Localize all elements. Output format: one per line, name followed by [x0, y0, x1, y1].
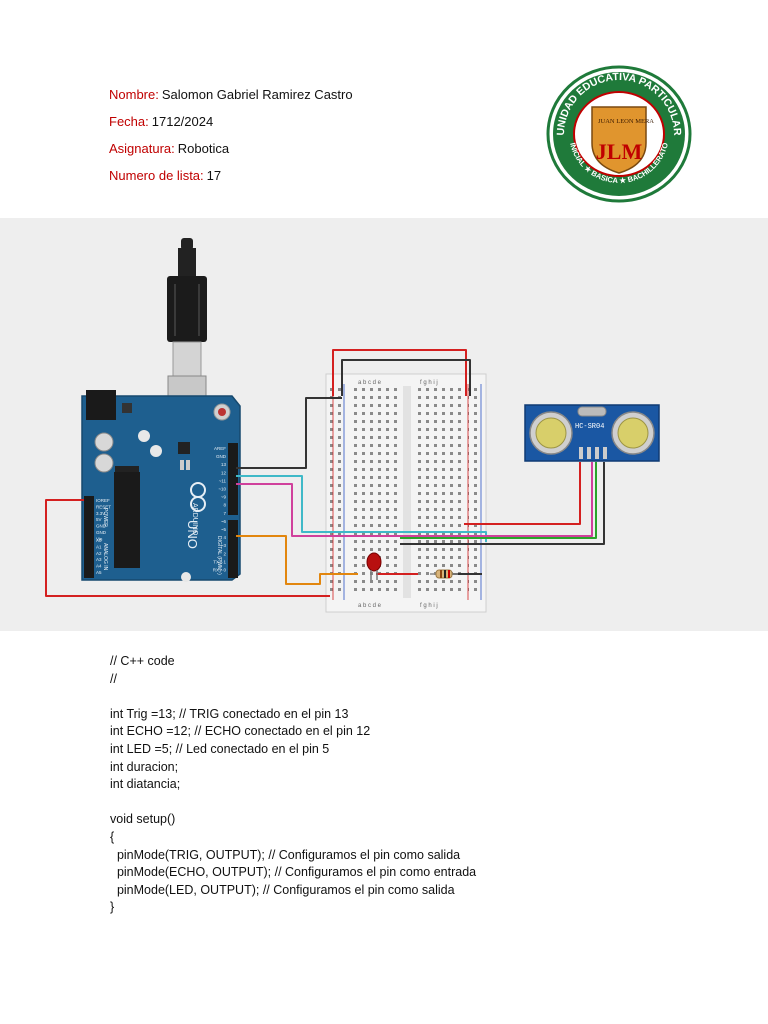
- breadboard: a b c d e f g h i j a b c d e f g h i j: [325, 373, 487, 613]
- code-line: pinMode(LED, OUTPUT); // Configuramos el…: [110, 882, 455, 897]
- logo-shield: [591, 106, 647, 174]
- code-line: int diatancia;: [110, 777, 181, 792]
- pin-label: IOREF: [96, 498, 110, 503]
- code-line: int Trig =13; // TRIG conectado en el pi…: [110, 706, 349, 721]
- pin-label: A2: [96, 551, 102, 556]
- pin-label: ~10: [218, 487, 226, 492]
- list-value: 17: [206, 168, 222, 183]
- resistor: [430, 569, 458, 579]
- pin-label: 3.3V: [96, 511, 105, 516]
- pin-label: ~6: [221, 519, 227, 524]
- wire-sensor-gnd: [400, 462, 605, 545]
- pin-label: A5: [96, 570, 102, 575]
- digital-header-bottom: [228, 520, 238, 578]
- pin-label: RESET: [96, 504, 111, 509]
- breadboard-cols-right-bottom: f g h i j: [420, 603, 438, 609]
- code-line: int LED =5; // Led conectado en el pin 5: [110, 741, 330, 756]
- wire-ground-bridge: [341, 359, 471, 396]
- school-logo: UNIDAD EDUCATIVA PARTICULAR INICIAL ★ BA…: [546, 65, 692, 203]
- pin-label: 5V: [96, 517, 102, 522]
- code-line: pinMode(ECHO, OUTPUT); // Configuramos e…: [110, 865, 477, 880]
- code-listing: // C++ code // int Trig =13; // TRIG conec…: [110, 653, 476, 917]
- code-line: int duracion;: [110, 759, 179, 774]
- power-header: [84, 496, 94, 546]
- wire-power-bridge: [332, 349, 467, 396]
- pin-label: 12: [221, 470, 227, 475]
- led: [366, 552, 382, 580]
- analog-side-text: ANALOG IN: [102, 543, 108, 571]
- pin-label: GND: [96, 524, 107, 529]
- subject-value: Robotica: [177, 141, 230, 156]
- pin-label: A1: [96, 544, 102, 549]
- name-label: Nombre:: [109, 87, 159, 102]
- wire-sensor-trig: [400, 462, 597, 539]
- pin-label: GND: [96, 530, 107, 535]
- breadboard-cols-left-bottom: a b c d e: [358, 603, 382, 609]
- pin-label: ~9: [221, 495, 227, 500]
- breadboard-cols-right-top: f g h i j: [420, 380, 438, 386]
- pin-label: TX→1: [213, 559, 226, 564]
- digital-pwm-text: DIGITAL (PWM~): [216, 536, 222, 575]
- ultrasonic-sensor: HC-SR04: [524, 404, 660, 462]
- circuit-diagram: ARDUINO UNO DIGITAL (PWM~) POWER ANALOG …: [0, 218, 768, 631]
- wire-5v: [45, 499, 330, 597]
- subject-label: Asignatura:: [109, 141, 175, 156]
- microcontroller-chip: [114, 472, 140, 568]
- code-line: [110, 794, 476, 812]
- pin-label: ~11: [219, 478, 227, 483]
- code-line: void setup(): [110, 812, 176, 827]
- wires: [45, 349, 605, 597]
- pin-label: AREF: [214, 446, 226, 451]
- usb-cable: [167, 238, 207, 417]
- wire-pin5-led: [236, 535, 358, 585]
- code-line: pinMode(TRIG, OUTPUT); // Configuramos e…: [110, 847, 461, 862]
- list-row: Numero de lista:17: [109, 167, 353, 194]
- logo-shield-text: JUAN LEON MERA: [598, 118, 654, 125]
- wire-pin12-echo: [236, 462, 593, 537]
- power-jack: [86, 390, 116, 420]
- pin-label: 2: [223, 551, 226, 556]
- pin-label: 8: [223, 503, 226, 508]
- list-label: Numero de lista:: [109, 168, 204, 183]
- breadboard-cols-left-top: a b c d e: [358, 380, 382, 386]
- digital-header-top: [228, 443, 238, 515]
- pin-label: ~5: [221, 527, 227, 532]
- arduino-model-text: UNO: [185, 520, 200, 549]
- code-line: }: [110, 900, 115, 915]
- date-label: Fecha:: [109, 114, 149, 129]
- pin-label: A4: [96, 564, 102, 569]
- subject-row: Asignatura:Robotica: [109, 140, 353, 167]
- wire-gnd: [236, 397, 342, 469]
- pin-label: GND: [216, 454, 227, 459]
- code-line: {: [110, 829, 115, 844]
- pin-label: A3: [96, 557, 102, 562]
- date-value: 1712/2024: [151, 114, 214, 129]
- analog-header: [84, 536, 94, 578]
- name-row: Nombre:Salomon Gabriel Ramirez Castro: [109, 86, 353, 113]
- pin-label: 7: [223, 511, 226, 516]
- power-side-text: POWER: [102, 508, 108, 527]
- pin-label: 13: [221, 462, 227, 467]
- student-info: Nombre:Salomon Gabriel Ramirez Castro Fe…: [109, 86, 353, 194]
- name-value: Salomon Gabriel Ramirez Castro: [161, 87, 353, 102]
- logo-initials: JLM: [596, 139, 643, 164]
- pin-label: RX←0: [213, 568, 227, 573]
- digital-header-labels: AREF GND 13 12 ~11 ~10 ~9 8 7 ~6 ~5 4 ~3 2TX→1RX←0: [213, 446, 227, 573]
- date-row: Fecha:1712/2024: [109, 113, 353, 140]
- code-line: [110, 688, 476, 706]
- pin-label: A0: [96, 538, 102, 543]
- code-line: // C++ code: [110, 654, 175, 668]
- pin-label: Vin: [96, 536, 103, 541]
- pin-label: ~3: [221, 543, 227, 548]
- arduino-brand-text: ARDUINO: [191, 503, 198, 536]
- code-line: int ECHO =12; // ECHO conectado en el pi…: [110, 724, 371, 739]
- wire-sensor-vcc: [464, 462, 581, 525]
- pin-label: 4: [223, 535, 226, 540]
- code-line: //: [110, 671, 117, 686]
- arduino-board: ARDUINO UNO DIGITAL (PWM~) POWER ANALOG …: [81, 390, 241, 582]
- sensor-label: HC-SR04: [575, 423, 604, 431]
